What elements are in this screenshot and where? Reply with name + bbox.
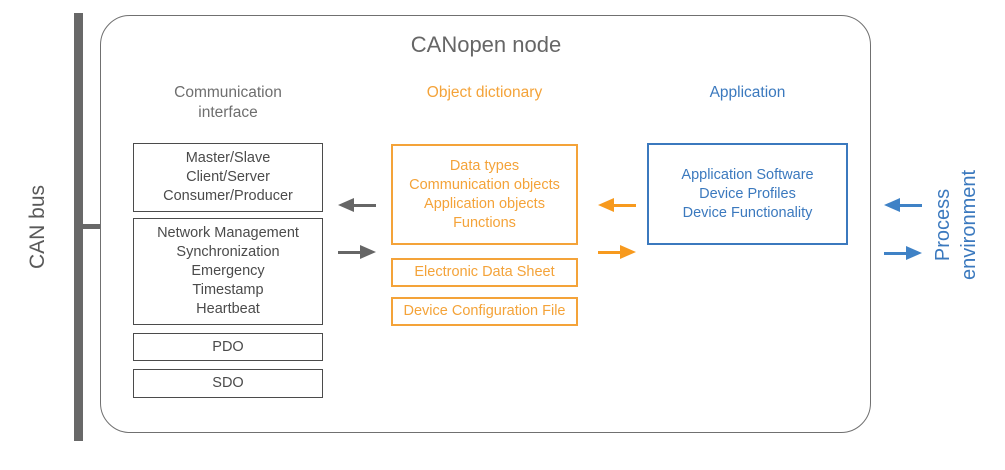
box-line: PDO (212, 338, 244, 355)
box-line: Client/Server (186, 169, 270, 185)
arrow-shaft (352, 203, 376, 207)
arrow-shaft (612, 203, 636, 207)
box-object-dictionary-contents: Data types Communication objects Applica… (391, 144, 578, 245)
right-arrow-icon-node-to-process-environment (884, 246, 922, 260)
box-line: Device Configuration File (403, 303, 566, 319)
box-application-software: Application Software Device Profiles Dev… (647, 143, 848, 245)
box-sdo: SDO (133, 369, 323, 398)
box-network-management: Network Management Synchronization Emerg… (133, 218, 323, 325)
box-line: Synchronization (176, 244, 280, 260)
arrow-shaft (338, 250, 362, 254)
process-environment-label: Process environment (932, 169, 980, 281)
node-title: CANopen node (410, 32, 562, 57)
box-line: Electronic Data Sheet (414, 264, 555, 280)
arrow-shaft (898, 203, 922, 207)
box-pdo: PDO (133, 333, 323, 361)
box-electronic-data-sheet: Electronic Data Sheet (391, 258, 578, 287)
box-line: SDO (212, 375, 244, 391)
box-line: Communication objects (409, 176, 560, 193)
box-line: Timestamp (192, 282, 264, 298)
can-bus-node-connector (82, 224, 101, 229)
left-arrow-icon-process-environment-to-node (884, 198, 922, 212)
box-line: Consumer/Producer (163, 188, 293, 204)
left-arrow-icon-object-dictionary-to-communication-interface (338, 198, 376, 212)
right-arrow-icon-communication-interface-to-object-dictionary (338, 245, 376, 259)
box-line: Heartbeat (196, 301, 260, 317)
can-bus-label: CAN bus (26, 184, 49, 270)
box-line: Device Profiles (699, 185, 796, 202)
box-line: Application objects (424, 195, 545, 212)
box-line: Application Software (681, 166, 814, 183)
arrowhead-icon (906, 246, 922, 260)
arrow-shaft (884, 251, 908, 255)
arrowhead-icon (884, 198, 900, 212)
arrowhead-icon (338, 198, 354, 212)
box-line: Master/Slave (185, 150, 271, 166)
header-object-dictionary: Object dictionary (426, 84, 543, 101)
box-line: Device Functionality (682, 204, 813, 221)
box-line: Functions (453, 214, 516, 231)
box-line: Data types (449, 157, 520, 174)
can-bus-bar (74, 13, 83, 441)
left-arrow-icon-application-to-object-dictionary (598, 198, 636, 212)
box-line: Emergency (191, 263, 265, 279)
header-communication-interface: Communication interface (174, 84, 282, 121)
box-device-configuration-file: Device Configuration File (391, 297, 578, 326)
arrowhead-icon (620, 245, 636, 259)
box-line: Network Management (157, 225, 299, 241)
arrowhead-icon (598, 198, 614, 212)
header-application: Application (709, 84, 786, 101)
box-master-slave: Master/Slave Client/Server Consumer/Prod… (133, 143, 323, 212)
right-arrow-icon-object-dictionary-to-application (598, 245, 636, 259)
arrowhead-icon (360, 245, 376, 259)
arrow-shaft (598, 250, 622, 254)
